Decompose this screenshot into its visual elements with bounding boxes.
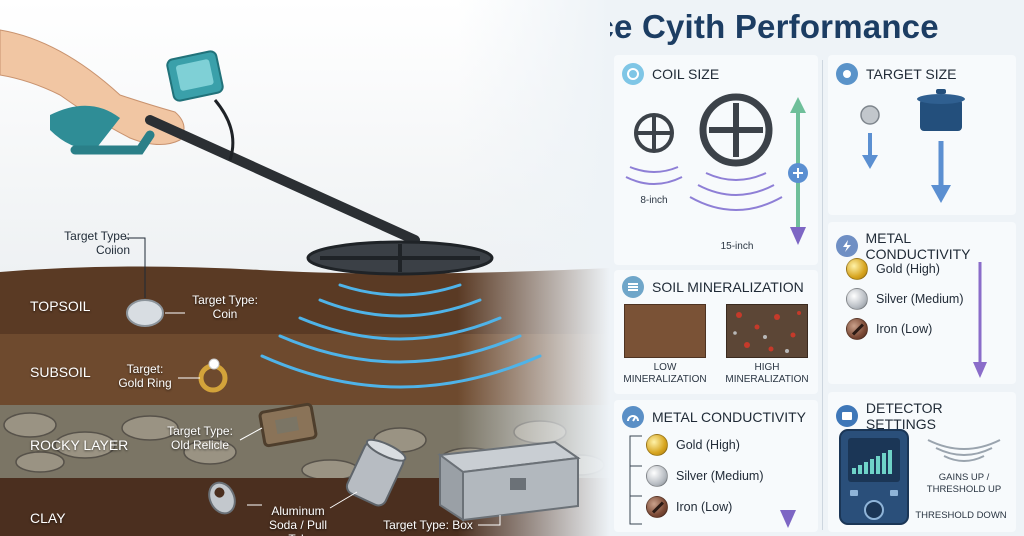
conductivity-left-iron: Iron (Low) — [646, 496, 732, 518]
conductivity-right-gold: Gold (High) — [846, 258, 940, 280]
signal-waves-icon — [927, 439, 1001, 462]
iron-icon — [646, 496, 668, 518]
target-size-icon — [836, 63, 858, 85]
gauge-icon — [622, 406, 644, 428]
conductivity-left-bracket — [629, 435, 642, 525]
layer-label-rocky: ROCKY LAYER — [30, 437, 129, 453]
coin-target — [126, 299, 164, 327]
conductivity-right-silver: Silver (Medium) — [846, 288, 964, 310]
conductivity-panel-left: METAL CONDUCTIVITY Gold (High) Silver (M… — [614, 400, 818, 532]
low-mineral-sample — [624, 304, 706, 358]
layer-label-clay: CLAY — [30, 510, 66, 526]
conductivity-left-arrow — [780, 430, 796, 528]
coil-size-graphic — [625, 93, 808, 245]
conductivity-right-iron: Iron (Low) — [846, 318, 932, 340]
can-target — [345, 438, 407, 507]
callout-coin: Target Type:Coin — [192, 293, 258, 321]
coil-size-panel: COIL SIZE 8-inch 15-inch — [614, 55, 818, 265]
hand — [0, 29, 185, 145]
target-size-panel: TARGET SIZE — [828, 55, 1016, 215]
callout-box: Target Type: Box — [383, 518, 473, 532]
box-target — [437, 440, 581, 522]
soil-heading: SOIL MINERALIZATION — [622, 276, 804, 298]
coil-size-heading: COIL SIZE — [622, 63, 719, 85]
scene-illustration — [0, 0, 610, 536]
silver-coin-icon — [646, 465, 668, 487]
callout-relic: Target Type:Old Relicle — [167, 424, 233, 452]
soil-title: SOIL MINERALIZATION — [652, 279, 804, 295]
threshold-down-label: THRESHOLD DOWN — [915, 510, 1007, 521]
shaft — [145, 115, 420, 245]
coil-size-title: COIL SIZE — [652, 66, 720, 82]
layer-label-subsoil: SUBSOIL — [30, 364, 91, 380]
coil-size-icon — [622, 63, 644, 85]
conductivity-right-arrow — [973, 262, 987, 378]
detector-scene: TOPSOIL SUBSOIL ROCKY LAYER CLAY Target … — [0, 0, 610, 536]
conductivity-right-title: METAL CONDUCTIVITY — [865, 230, 971, 262]
settings-panel: DETECTOR SETTINGS GAINS UP /THRESHOLD UP… — [828, 392, 1016, 532]
gains-up-label: GAINS UP /THRESHOLD UP — [926, 472, 1002, 495]
iron-icon — [846, 318, 868, 340]
settings-icon — [836, 405, 858, 427]
layer-label-topsoil: TOPSOIL — [30, 298, 91, 314]
callout-coin-top: Target Type:Coiion — [64, 229, 130, 257]
silver-coin-icon — [846, 288, 868, 310]
high-mineral-sample — [726, 304, 808, 358]
mineral-specks — [733, 311, 801, 353]
callout-ring: Target:Gold Ring — [118, 362, 172, 390]
lightning-icon — [836, 235, 858, 257]
armrest — [50, 105, 120, 150]
settings-title: DETECTOR SETTINGS — [865, 400, 943, 432]
gold-coin-icon — [646, 434, 668, 456]
gold-coin-icon — [846, 258, 868, 280]
target-size-heading: TARGET SIZE — [836, 63, 957, 85]
coil-small-label: 8-inch — [640, 195, 668, 206]
coil-large-label: 15-inch — [720, 241, 754, 252]
pull-tab-target — [208, 481, 236, 515]
layers-icon — [622, 276, 644, 298]
conductivity-right-heading: METAL CONDUCTIVITY — [836, 230, 1016, 262]
conductivity-left-title: METAL CONDUCTIVITY — [652, 409, 807, 425]
detector-device-graphic — [839, 429, 909, 525]
conductivity-left-heading: METAL CONDUCTIVITY — [622, 406, 806, 428]
conductivity-left-gold: Gold (High) — [646, 434, 740, 456]
target-size-title: TARGET SIZE — [866, 66, 957, 82]
target-size-graphic — [860, 89, 965, 203]
settings-heading: DETECTOR SETTINGS — [836, 400, 1016, 432]
conductivity-left-silver: Silver (Medium) — [646, 465, 764, 487]
detection-waves — [260, 283, 542, 389]
conductivity-panel-right: METAL CONDUCTIVITY Gold (High) Silver (M… — [828, 222, 1016, 384]
column-divider — [822, 60, 823, 530]
